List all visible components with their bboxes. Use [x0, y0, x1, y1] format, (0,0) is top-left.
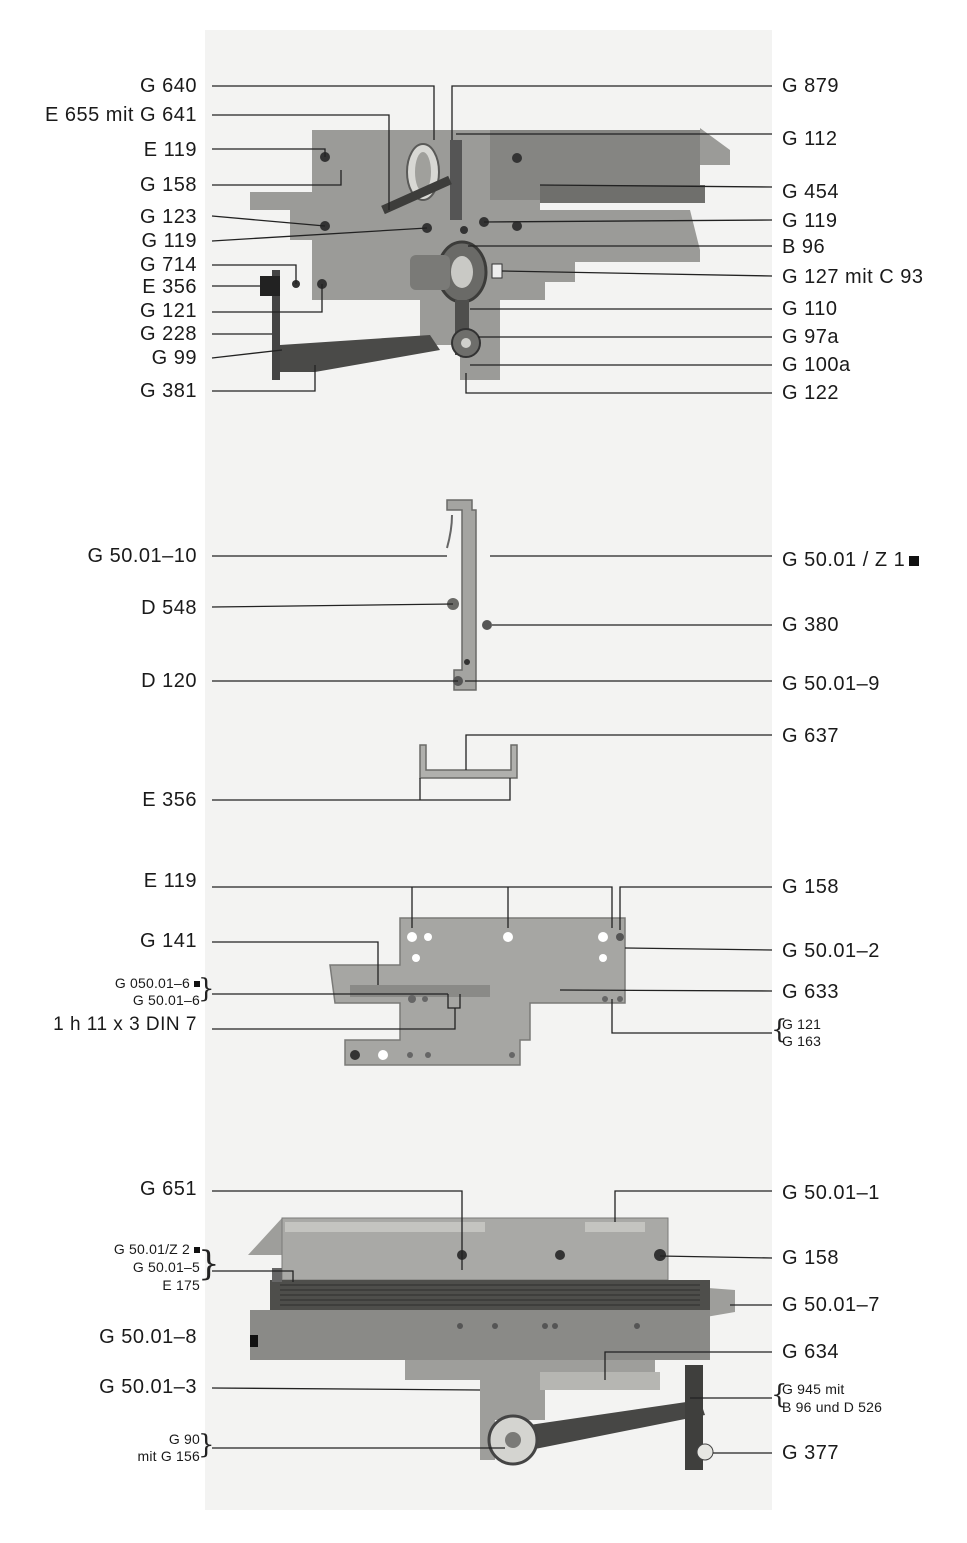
label-e119-plate: E 119: [143, 870, 197, 892]
label-g121-plate: G 121: [782, 1016, 822, 1032]
label-g634: G 634: [782, 1341, 839, 1363]
label-g121-top: G 121: [140, 300, 197, 322]
label-g651: G 651: [140, 1178, 197, 1200]
square-marker-small-icon: [194, 1247, 200, 1254]
label-mit-g156: mit G 156: [137, 1448, 200, 1464]
label-d120: D 120: [141, 670, 197, 692]
label-e655-mit-g641: E 655 mit G 641: [44, 104, 197, 126]
assembly-3-photo: [419, 744, 518, 779]
label-g50-01-3: G 50.01–3: [99, 1376, 197, 1398]
label-g228: G 228: [140, 323, 197, 345]
label-1h11x3-din7: 1 h 11 x 3 DIN 7: [53, 1014, 197, 1035]
label-e356-bracket: E 356: [142, 789, 197, 811]
label-d548: D 548: [141, 597, 197, 619]
assembly-2-photo: [446, 499, 492, 691]
label-g945-mit: G 945 mit: [782, 1381, 845, 1397]
label-g50-01-z2: G 50.01/Z 2: [114, 1242, 200, 1256]
brace-left-icon: }: [198, 1430, 215, 1460]
label-g50-01-z1-text: G 50.01 / Z 1: [782, 549, 906, 571]
assembly-1-photo: [250, 128, 730, 380]
label-g50-01-10: G 50.01–10: [87, 545, 197, 567]
label-g50-01-9: G 50.01–9: [782, 673, 880, 695]
label-g637: G 637: [782, 725, 839, 747]
label-g141: G 141: [140, 930, 197, 952]
label-g381: G 381: [140, 380, 197, 402]
label-g454: G 454: [782, 181, 839, 203]
label-g112: G 112: [782, 128, 838, 150]
label-g640: G 640: [140, 75, 197, 97]
label-g50-01-z1: G 50.01 / Z 1: [782, 549, 920, 571]
label-g633: G 633: [782, 981, 839, 1003]
brace-left-icon: }: [198, 1244, 220, 1284]
label-g97a: G 97a: [782, 326, 839, 348]
label-g158-top: G 158: [140, 174, 197, 196]
label-g100a: G 100a: [782, 354, 851, 376]
brace-left-icon: }: [198, 974, 215, 1004]
square-marker-small-icon: [194, 981, 200, 988]
label-b96: B 96: [782, 236, 826, 258]
label-g99: G 99: [151, 347, 197, 369]
label-e119-top: E 119: [143, 139, 197, 161]
label-e356-top: E 356: [142, 276, 197, 298]
assembly-4-photo: [329, 917, 626, 1066]
label-g163: G 163: [782, 1033, 822, 1049]
label-g50-01-7: G 50.01–7: [782, 1294, 880, 1316]
label-g50-01-1: G 50.01–1: [782, 1182, 880, 1204]
label-g714: G 714: [140, 254, 197, 276]
label-b96-und-d526: B 96 und D 526: [782, 1399, 883, 1415]
label-g123: G 123: [140, 206, 197, 228]
label-g110: G 110: [782, 298, 838, 320]
label-g50-01-6: G 50.01–6: [132, 992, 200, 1008]
label-g90: G 90: [168, 1431, 200, 1447]
label-g050-01-6-text: G 050.01–6: [114, 975, 190, 991]
label-g50-01-5: G 50.01–5: [132, 1259, 200, 1275]
label-g122: G 122: [782, 382, 839, 404]
label-g50-01-z2-text: G 50.01/Z 2: [113, 1241, 190, 1257]
label-g158-plate: G 158: [782, 876, 839, 898]
label-g50-01-8: G 50.01–8: [99, 1326, 197, 1348]
label-e175: E 175: [162, 1277, 200, 1293]
label-g50-01-2: G 50.01–2: [782, 940, 880, 962]
brace-right-icon: {: [771, 1015, 788, 1045]
label-g127-mit-c93: G 127 mit C 93: [782, 266, 924, 288]
label-g380: G 380: [782, 614, 839, 636]
label-g050-01-6: G 050.01–6: [115, 976, 200, 990]
label-g119-right: G 119: [782, 210, 838, 232]
label-g119-left: G 119: [141, 230, 197, 252]
assembly-5-photo: [248, 1217, 735, 1470]
leader-lines: [211, 85, 773, 1454]
label-g377: G 377: [782, 1442, 839, 1464]
brace-right-icon: {: [771, 1380, 788, 1410]
label-g879: G 879: [782, 75, 839, 97]
square-marker-icon: [909, 555, 920, 566]
label-g158-carriage: G 158: [782, 1247, 839, 1269]
